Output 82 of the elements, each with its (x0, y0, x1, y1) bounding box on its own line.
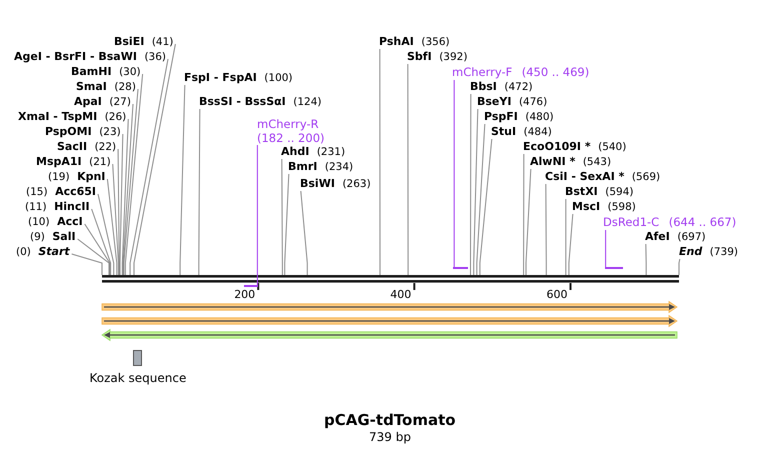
leader-line (523, 154, 524, 276)
leader-line (479, 138, 492, 276)
restriction-site-label: FspI - FspAI (100) (184, 71, 293, 85)
restriction-site-label: AhdI (231) (281, 145, 346, 159)
restriction-site-label: XmaI - TspMI (26) (18, 110, 126, 124)
leader-line (473, 108, 478, 276)
leader-line (526, 168, 532, 276)
primer-mark (453, 267, 468, 269)
leader-line (470, 94, 472, 276)
restriction-site-label: BsiEI (41) (114, 35, 174, 49)
restriction-site-label: BseYI (476) (477, 95, 548, 109)
restriction-site-label: AfeI (697) (645, 230, 706, 244)
ruler-label: 400 (390, 288, 412, 301)
restriction-site-label: (0) Start (16, 245, 70, 259)
restriction-site-label: (11) HincII (25, 200, 90, 214)
sequence-line (102, 275, 679, 283)
leader-line (122, 104, 134, 276)
restriction-site-label: SacII (22) (57, 140, 116, 154)
restriction-site-label: End (739) (679, 245, 738, 259)
leader-line (122, 118, 129, 276)
restriction-site-label: SbfI (392) (407, 50, 468, 64)
restriction-site-label: PshAI (356) (379, 35, 450, 49)
leader-line (198, 108, 200, 276)
sequence-length-label: 739 bp (369, 430, 411, 444)
map-title: pCAG-tdTomato (324, 411, 456, 429)
feature-label: Kozak sequence (90, 371, 186, 386)
leader-line (112, 164, 119, 276)
ruler-label: 600 (546, 288, 568, 301)
restriction-site-label: BssSI - BssSαI (124) (199, 95, 322, 109)
leader-line (256, 144, 258, 286)
leader-line (134, 44, 176, 276)
leader-line (545, 184, 547, 276)
primer-mark (604, 267, 623, 269)
restriction-site-label: MscI (598) (572, 200, 636, 214)
restriction-site-label: (10) AccI (28, 215, 83, 229)
leader-line (454, 80, 455, 268)
leader-line (605, 230, 606, 268)
leader-line (118, 148, 120, 276)
leader-line (91, 208, 112, 276)
restriction-site-label: StuI (484) (491, 125, 552, 139)
leader-line (98, 194, 114, 276)
leader-line (180, 84, 186, 276)
leader-line (281, 158, 283, 276)
leader-line (123, 88, 138, 276)
primer-label: DsRed1-C (644 .. 667) (603, 215, 736, 230)
leader-line (678, 258, 680, 276)
leader-line (71, 254, 102, 276)
leader-line (284, 174, 290, 276)
restriction-site-label: BbsI (472) (470, 80, 533, 94)
restriction-site-label: (15) Acc65I (26, 185, 96, 199)
leader-line (476, 124, 486, 276)
leader-line (407, 64, 409, 276)
leader-line (130, 58, 168, 276)
leader-line (379, 48, 380, 276)
restriction-site-label: CsiI - SexAI * (569) (545, 170, 660, 184)
restriction-site-label: MspA1I (21) (36, 155, 111, 169)
leader-line (77, 238, 110, 276)
leader-line (568, 214, 574, 276)
restriction-site-label: (19) KpnI (48, 170, 106, 184)
restriction-site-label: BamHI (30) (71, 65, 141, 79)
restriction-site-label: (9) SalI (30, 230, 76, 244)
primer-label: mCherry-F (450 .. 469) (452, 65, 590, 80)
leader-line (120, 134, 124, 276)
restriction-site-label: SmaI (28) (76, 80, 136, 94)
restriction-site-label: BstXI (594) (565, 185, 634, 199)
restriction-site-label: AgeI - BsrFI - BsaWI (36) (14, 50, 166, 64)
restriction-site-label: ApaI (27) (74, 95, 131, 109)
restriction-site-label: PspFI (480) (484, 110, 554, 124)
leader-line (645, 244, 647, 276)
restriction-site-label: BsiWI (263) (300, 177, 371, 191)
restriction-site-label: BmrI (234) (288, 160, 354, 174)
primer-mark (244, 285, 258, 287)
restriction-site-label: EcoO109I * (540) (523, 140, 626, 154)
restriction-site-label: PspOMI (23) (45, 125, 121, 139)
leader-line (124, 74, 144, 276)
ruler-label: 200 (234, 288, 256, 301)
primer-label: mCherry-R (182 .. 200) (257, 117, 324, 145)
leader-line (106, 178, 118, 276)
restriction-site-label: AlwNI * (543) (530, 155, 612, 169)
leader-line (84, 224, 110, 276)
leader-line (565, 198, 566, 276)
leader-line (300, 190, 308, 276)
